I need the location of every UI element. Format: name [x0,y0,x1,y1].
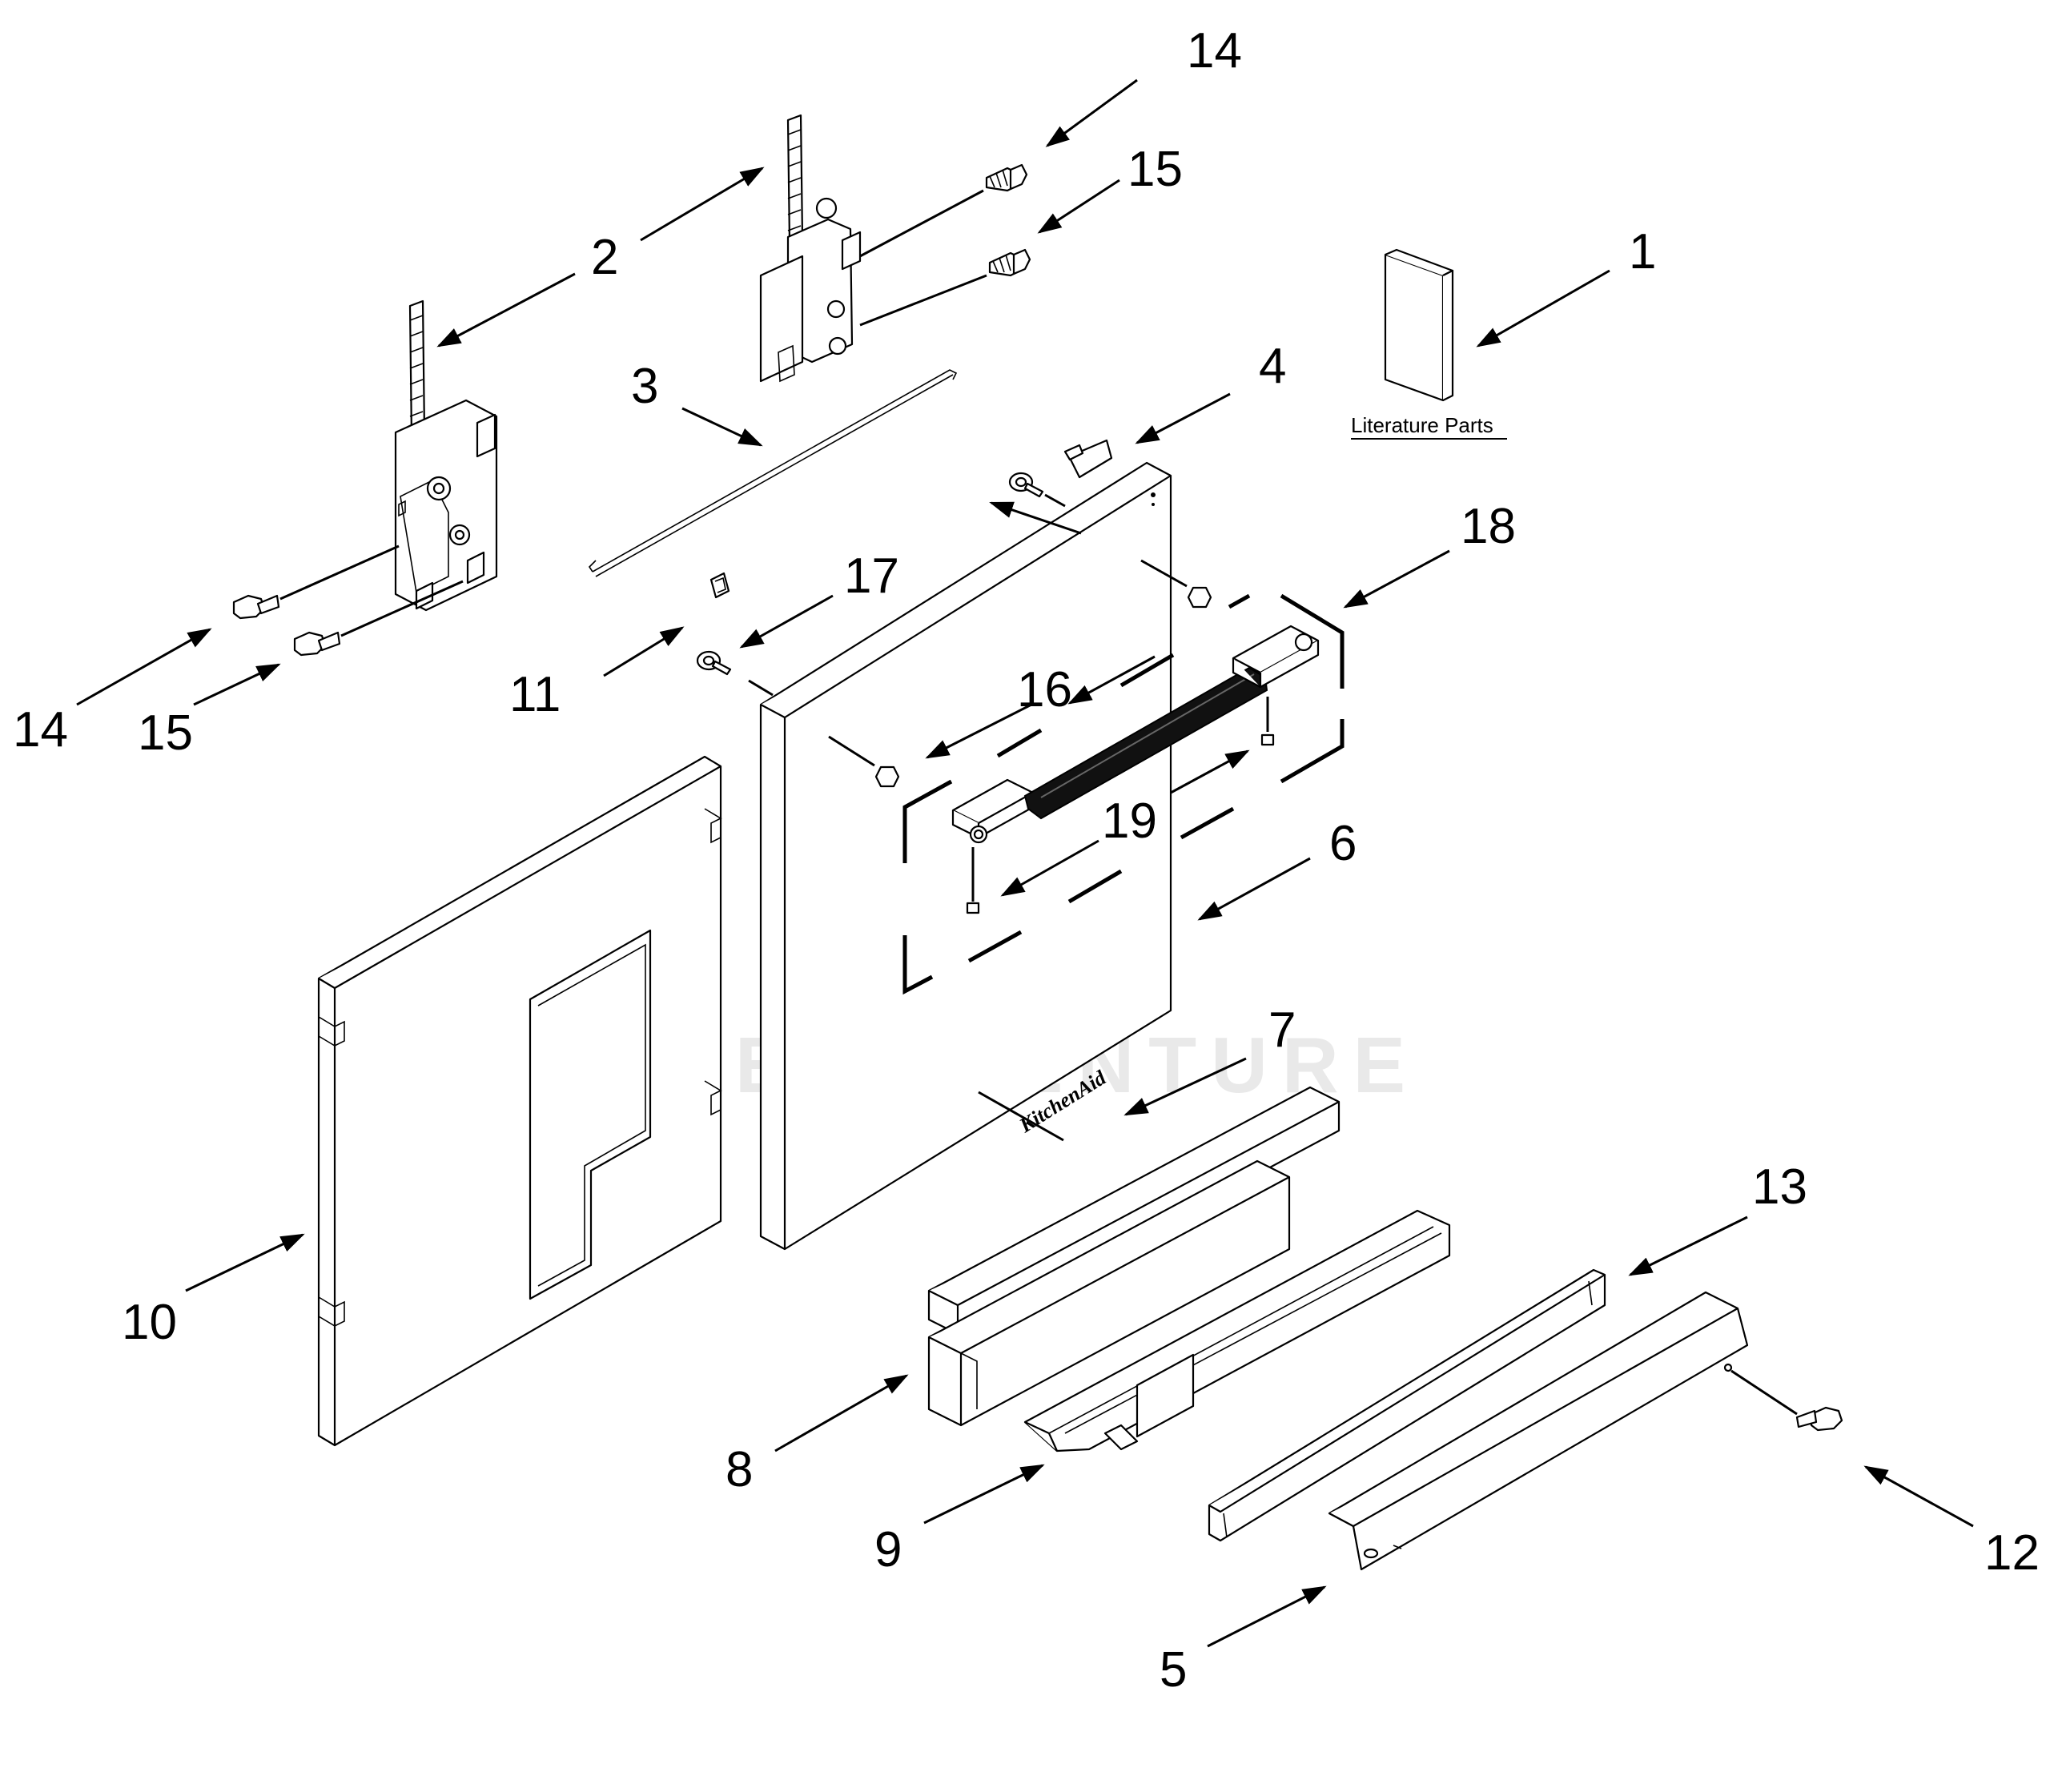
callout-14-upper: 14 [1187,23,1242,78]
callout-1: 1 [1629,224,1656,279]
callout-11: 11 [509,667,561,722]
part-17-bumpers [696,472,1066,697]
callout-labels: 14 15 2 1 3 4 18 17 11 16 14 15 19 6 7 1… [13,23,2040,1698]
handle-group-dashed-box [902,593,1345,995]
part-18-handle [951,625,1320,844]
callout-15-upper: 15 [1127,142,1183,197]
part-2-left-hinge [394,299,498,612]
callout-14-lower: 14 [13,702,68,757]
part-4-clip [1063,439,1113,479]
callout-8: 8 [726,1442,753,1497]
leader-arrows [76,78,1974,1648]
callout-16: 16 [1017,662,1072,717]
callout-7: 7 [1268,1002,1296,1058]
callout-3: 3 [631,359,658,414]
part-10-insulation-panel [317,755,722,1447]
part-15-screw-lower [293,580,464,657]
part-19-handle-screws [966,697,1275,914]
part-3-rod [588,369,958,577]
part-11-clip [709,572,730,599]
part-12-screw [1730,1369,1843,1432]
part-6-door-panel: KitchenAid [759,461,1172,1251]
callout-13: 13 [1752,1159,1807,1215]
part-15-screw-upper [859,248,1031,327]
callout-9: 9 [874,1522,902,1577]
part-5-bottom-bracket [1328,1291,1749,1571]
part-13-strip [1208,1268,1606,1542]
part-14-screw-upper [859,163,1028,258]
part-2-right-hinge [759,114,862,383]
part-1-literature-booklet: Literature Parts [1351,248,1507,440]
callout-4: 4 [1259,339,1286,394]
part-14-screw-lower [232,544,400,620]
callout-2: 2 [591,230,618,285]
callout-17: 17 [844,548,899,604]
literature-parts-label: Literature Parts [1351,413,1493,437]
callout-6: 6 [1329,816,1357,871]
callout-12: 12 [1984,1525,2040,1581]
callout-10: 10 [122,1295,177,1350]
part-7-insulation [927,1086,1341,1336]
part-8-insulation [927,1159,1291,1427]
callout-18: 18 [1461,499,1516,554]
callout-19: 19 [1102,794,1157,849]
callout-15-lower: 15 [138,705,193,761]
part-16-bumpers [828,559,1212,788]
callout-5: 5 [1160,1642,1187,1698]
part-9-channel [1023,1209,1451,1452]
